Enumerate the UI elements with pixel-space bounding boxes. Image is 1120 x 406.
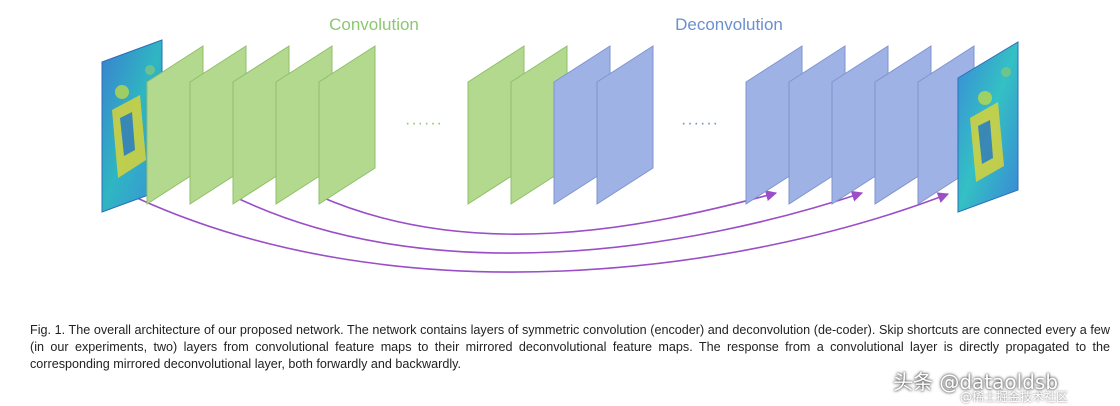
watermark-text: 头条 @dataoldsb [893,370,1059,394]
conv-layer-5 [318,45,376,205]
skip-arrow-1 [318,190,778,235]
output-image [957,41,1019,213]
figure-caption: Fig. 1. The overall architecture of our … [30,323,1110,371]
watermark-subtext: @稀土掘金技术社区 [960,390,1069,404]
skip-arrow-3 [136,192,950,273]
ellipsis-encoder: ······ [405,115,443,132]
architecture-diagram: Convolution Deconvolution ······ ······ [101,15,1019,273]
ellipsis-decoder: ······ [681,115,719,132]
decoder-label: Deconvolution [675,15,783,34]
layer-stack [146,45,975,205]
skip-connections [136,190,950,273]
deconv-layer-9 [596,45,654,205]
encoder-label: Convolution [329,15,419,34]
skip-arrow-2 [232,190,864,254]
